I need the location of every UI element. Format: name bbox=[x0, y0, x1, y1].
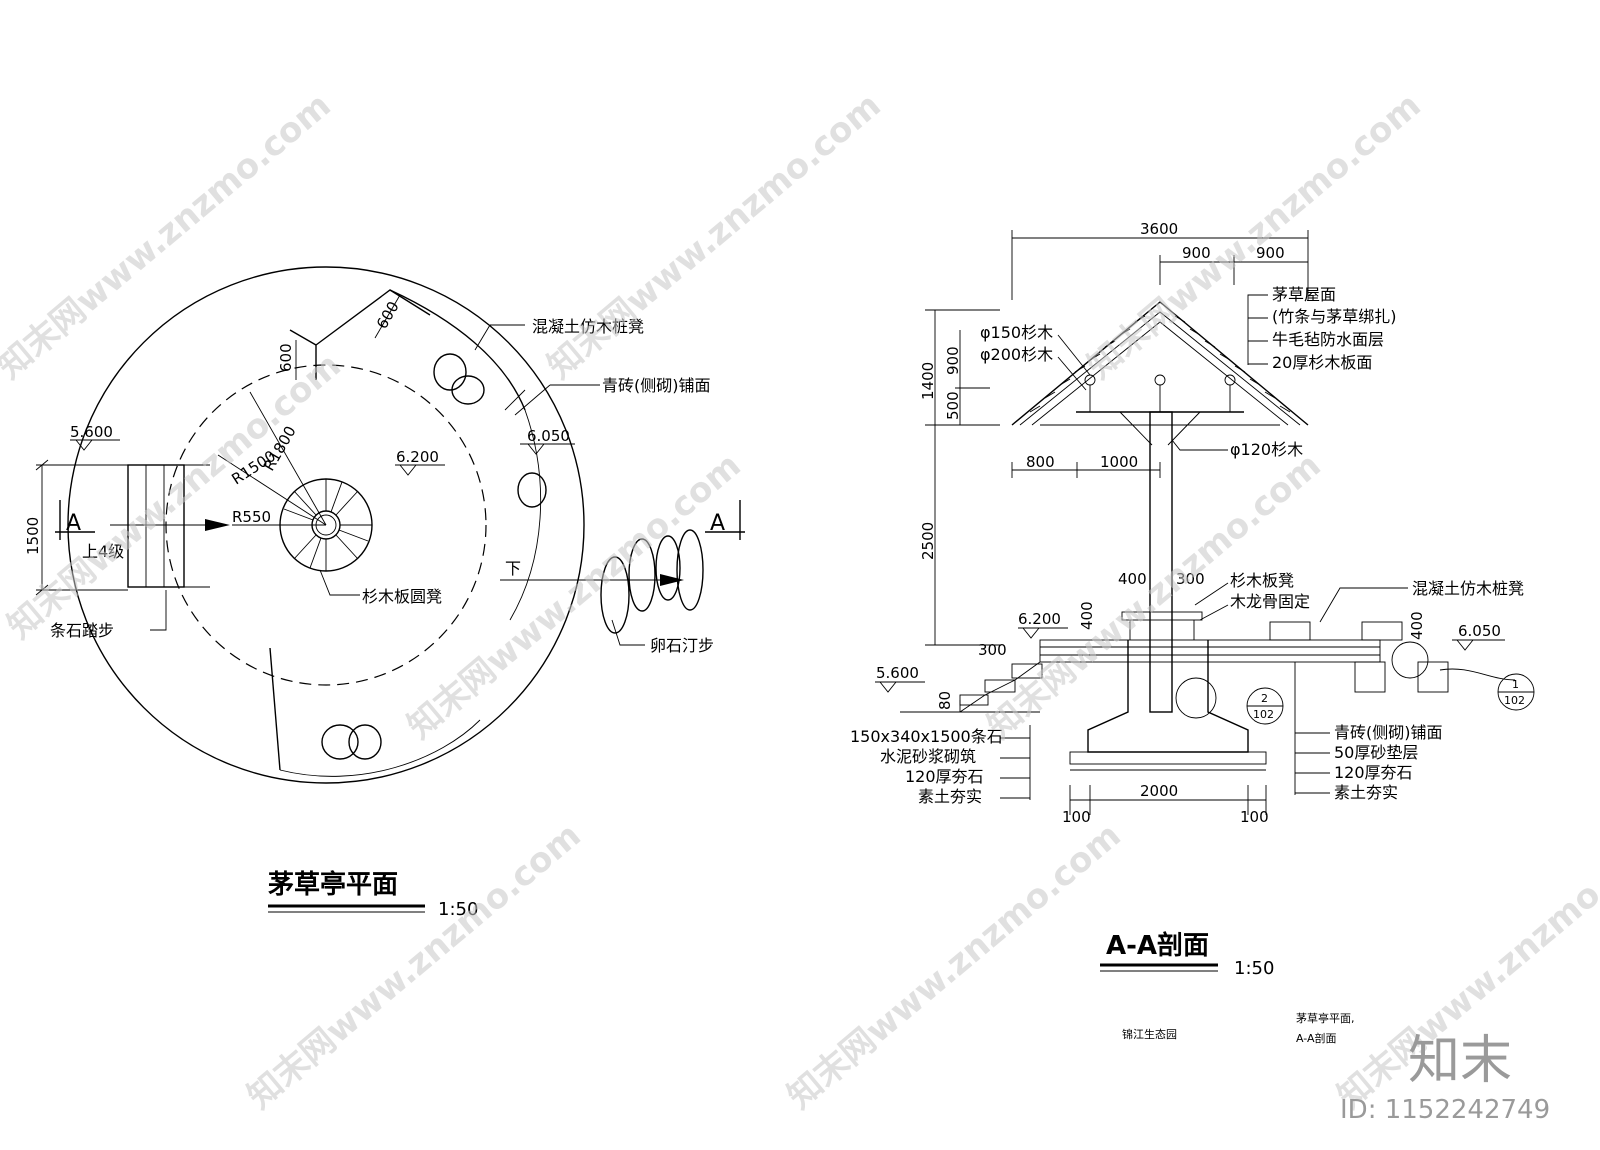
section-level-left: 5.600 bbox=[876, 664, 919, 682]
section-dim-1400: 1400 bbox=[919, 362, 937, 400]
section-dim-w300: 300 bbox=[1176, 570, 1205, 588]
section-column bbox=[1149, 411, 1173, 713]
section-label-soil-r: 素土夯实 bbox=[1334, 783, 1398, 802]
plan-dim-1500: 1500 bbox=[24, 517, 42, 555]
section-label-soil: 素土夯实 bbox=[918, 787, 982, 806]
section-dim-300: 300 bbox=[978, 641, 1007, 659]
title-block: 锦江生态园 茅草亭平面, A-A剖面 bbox=[1122, 1011, 1355, 1045]
section-label-stone: 150x340x1500条石 bbox=[850, 727, 1003, 746]
plan-pebble-steps bbox=[600, 529, 704, 634]
section-label-tamped120r: 120厚夯石 bbox=[1334, 763, 1413, 782]
plan-label-down: 下 bbox=[505, 559, 521, 578]
plan-dim-r550: R550 bbox=[232, 508, 271, 526]
titleblock-drawing-2: A-A剖面 bbox=[1296, 1031, 1337, 1045]
section-detail-1-num: 1 bbox=[1512, 678, 1519, 691]
section-dim-100a: 100 bbox=[1062, 808, 1091, 826]
section-dim-500: 500 bbox=[944, 391, 962, 420]
section-label-fir120: φ120杉木 bbox=[1230, 440, 1303, 459]
section-dim-800: 800 bbox=[1026, 453, 1055, 471]
watermark-brand: 知末 bbox=[1408, 1031, 1512, 1091]
section-dim-w400: 400 bbox=[1118, 570, 1147, 588]
section-dim-2000: 2000 bbox=[1140, 782, 1178, 800]
section-label-fir200: φ200杉木 bbox=[980, 345, 1053, 364]
plan-title: 茅草亭平面 bbox=[268, 869, 398, 900]
plan-text: 茅草亭平面 1:50 混凝土仿木桩凳 青砖(侧砌)铺面 杉木板圆凳 条石踏步 卵… bbox=[24, 298, 725, 920]
section-detail-2-num: 2 bbox=[1261, 692, 1268, 705]
plan-level-center: 6.200 bbox=[396, 448, 439, 466]
plan-label-round-stool: 杉木板圆凳 bbox=[362, 587, 442, 606]
plan-section-a-left: A bbox=[66, 511, 81, 536]
section-dim-80: 80 bbox=[936, 691, 954, 710]
plan-label-pebble-steps: 卵石汀步 bbox=[650, 636, 714, 655]
plan-concrete-stools bbox=[321, 353, 547, 760]
section-label-tamped120: 120厚夯石 bbox=[905, 767, 984, 786]
watermark-text: 知末网www.znzmo.com bbox=[0, 345, 349, 647]
section-text: A-A剖面 1:50 3600 900 900 1400 900 500 250… bbox=[850, 220, 1525, 979]
section-label-concrete-stool: 混凝土仿木桩凳 bbox=[1412, 579, 1524, 598]
plan-outer-ring bbox=[67, 266, 585, 784]
section-dim-h400: 400 bbox=[1078, 601, 1096, 630]
section-label-brick: 青砖(侧砌)铺面 bbox=[1334, 723, 1443, 742]
watermarks: 知末网www.znzmo.com 知末网www.znzmo.com 知末网www… bbox=[0, 85, 1600, 1125]
section-dim-100b: 100 bbox=[1240, 808, 1269, 826]
section-dim-2500: 2500 bbox=[919, 522, 937, 560]
section-dim-r400: 400 bbox=[1408, 611, 1426, 640]
watermark-text: 知末网www.znzmo.com bbox=[0, 85, 339, 387]
section-dim-900: 900 bbox=[944, 346, 962, 375]
plan-label-up-steps: 上4级 bbox=[82, 542, 124, 561]
section-label-board: 20厚杉木板面 bbox=[1272, 353, 1372, 372]
plan-label-stone-steps: 条石踏步 bbox=[50, 621, 114, 640]
watermark-text: 知末网www.znzmo.com bbox=[540, 85, 889, 387]
section-detail-1-sheet: 102 bbox=[1504, 694, 1525, 707]
plan-section-a-right: A bbox=[710, 511, 725, 536]
section-level-right: 6.050 bbox=[1458, 622, 1501, 640]
section-label-fir150: φ150杉木 bbox=[980, 323, 1053, 342]
section-dim-900a: 900 bbox=[1182, 244, 1211, 262]
plan-view bbox=[35, 266, 745, 913]
section-level-mid: 6.200 bbox=[1018, 610, 1061, 628]
plan-label-brick-paving: 青砖(侧砌)铺面 bbox=[602, 376, 711, 395]
section-dim-1000: 1000 bbox=[1100, 453, 1138, 471]
titleblock-drawing-1: 茅草亭平面, bbox=[1296, 1011, 1355, 1025]
section-bench bbox=[1121, 611, 1203, 621]
section-label-fir-bench: 杉木板凳 bbox=[1230, 571, 1294, 590]
section-view bbox=[875, 230, 1535, 972]
section-label-mortar: 水泥砂浆砌筑 bbox=[880, 747, 976, 766]
section-label-roof-note: (竹条与茅草绑扎) bbox=[1272, 307, 1397, 326]
plan-stone-steps bbox=[127, 464, 185, 588]
section-scale: 1:50 bbox=[1234, 958, 1274, 979]
section-label-sand: 50厚砂垫层 bbox=[1334, 743, 1418, 762]
titleblock-project: 锦江生态园 bbox=[1122, 1027, 1177, 1041]
section-label-roof: 茅草屋面 bbox=[1272, 285, 1336, 304]
plan-level-right: 6.050 bbox=[527, 427, 570, 445]
plan-dim-600a: 600 bbox=[277, 343, 295, 372]
section-dim-3600: 3600 bbox=[1140, 220, 1178, 238]
plan-dim-600b: 600 bbox=[373, 298, 403, 332]
section-title: A-A剖面 bbox=[1106, 930, 1209, 961]
plan-level-left: 5.600 bbox=[70, 423, 113, 441]
section-label-felt: 牛毛毡防水面层 bbox=[1272, 330, 1384, 349]
watermark-text: 知末网www.znzmo.com bbox=[240, 815, 589, 1117]
section-dim-900b: 900 bbox=[1256, 244, 1285, 262]
section-detail-2-sheet: 102 bbox=[1253, 708, 1274, 721]
plan-scale: 1:50 bbox=[438, 899, 478, 920]
section-label-keel: 木龙骨固定 bbox=[1230, 592, 1310, 611]
watermark-text: 知末网www.znzmo.com bbox=[400, 445, 749, 747]
section-deck bbox=[1039, 639, 1381, 663]
watermark-id: ID: 1152242749 bbox=[1340, 1095, 1550, 1125]
watermark-text: 知末网www.znzmo.com bbox=[780, 815, 1129, 1117]
plan-label-concrete-stool: 混凝土仿木桩凳 bbox=[532, 317, 644, 336]
